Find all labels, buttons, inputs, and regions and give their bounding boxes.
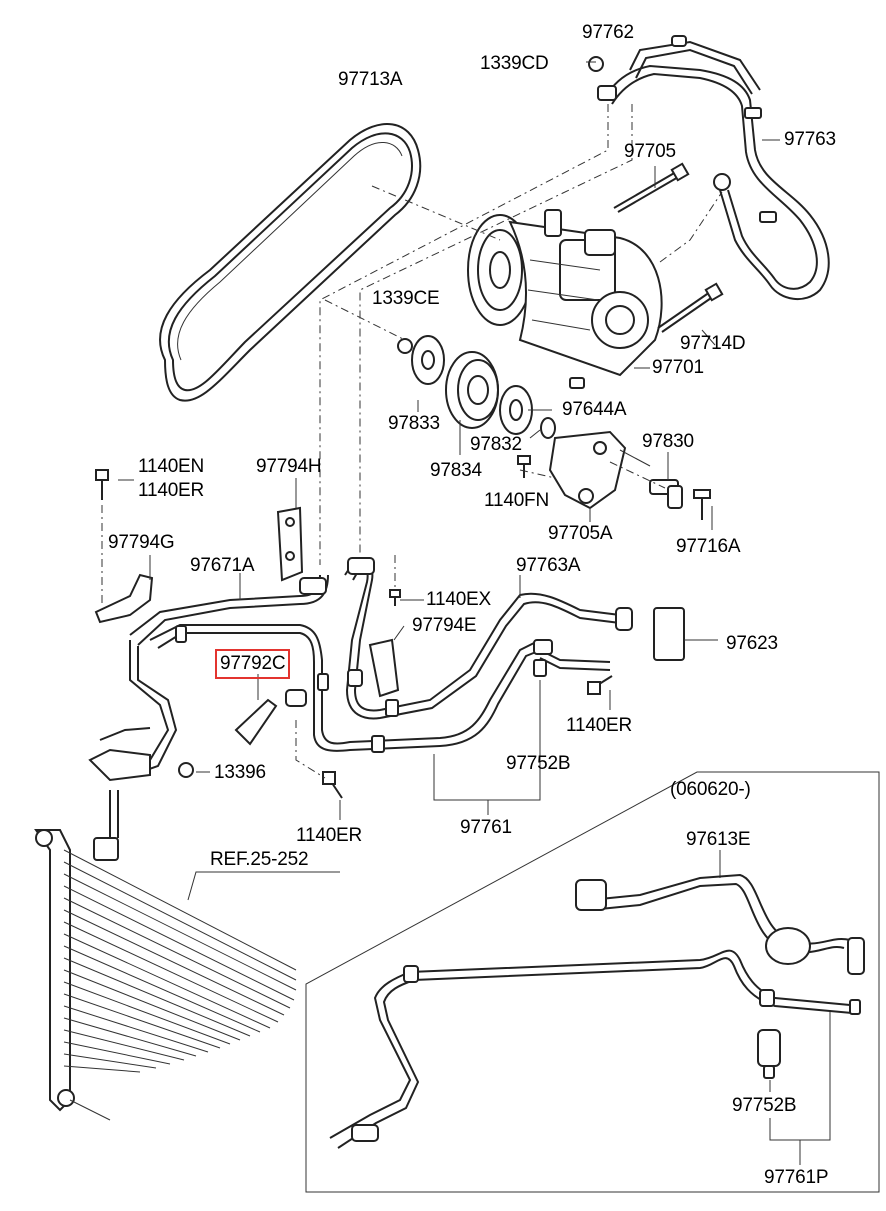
part-label-13396[interactable]: 13396 bbox=[214, 762, 266, 783]
part-label-97644a[interactable]: 97644A bbox=[562, 399, 627, 420]
part-label-1339ce[interactable]: 1339CE bbox=[372, 288, 440, 309]
part-label-97794g[interactable]: 97794G bbox=[108, 532, 175, 553]
part-label-97763a[interactable]: 97763A bbox=[516, 555, 581, 576]
main-hoses-drawing bbox=[99, 557, 685, 779]
part-label-97763[interactable]: 97763 bbox=[784, 129, 836, 150]
part-label-1339cd[interactable]: 1339CD bbox=[480, 53, 549, 74]
part-label-1140er-low[interactable]: 1140ER bbox=[296, 825, 363, 846]
part-label-060620: (060620-) bbox=[670, 779, 751, 800]
part-label-97752b[interactable]: 97752B bbox=[506, 753, 571, 774]
part-label-97705a[interactable]: 97705A bbox=[548, 523, 613, 544]
drive-belt-drawing bbox=[159, 123, 422, 402]
part-label-97713a[interactable]: 97713A bbox=[338, 69, 403, 90]
inset-box bbox=[305, 771, 880, 1193]
part-label-97714d[interactable]: 97714D bbox=[680, 333, 746, 354]
part-label-97833[interactable]: 97833 bbox=[388, 413, 440, 434]
part-label-97762[interactable]: 97762 bbox=[582, 22, 634, 43]
part-label-1140er-mid[interactable]: 1140ER bbox=[566, 715, 633, 736]
part-label-97613e[interactable]: 97613E bbox=[686, 829, 751, 850]
part-label-1140en[interactable]: 1140EN bbox=[138, 456, 205, 477]
part-label-97832[interactable]: 97832 bbox=[470, 434, 522, 455]
part-label-97761p[interactable]: 97761P bbox=[764, 1167, 829, 1188]
bracket-drawing bbox=[548, 430, 683, 510]
part-label-97705[interactable]: 97705 bbox=[624, 141, 676, 162]
upper-hose-drawing bbox=[597, 35, 830, 301]
part-label-97761[interactable]: 97761 bbox=[460, 817, 512, 838]
part-label-1140ex[interactable]: 1140EX bbox=[426, 589, 492, 610]
compressor-drawing bbox=[467, 209, 663, 389]
part-label-97830[interactable]: 97830 bbox=[642, 431, 694, 452]
part-label-ref-25-252[interactable]: REF.25-252 bbox=[210, 849, 309, 870]
leader-dashes bbox=[101, 104, 723, 779]
part-label-97834[interactable]: 97834 bbox=[430, 460, 482, 481]
part-label-97794h[interactable]: 97794H bbox=[256, 456, 322, 477]
part-label-97716a[interactable]: 97716A bbox=[676, 536, 741, 557]
part-label-97792c-highlighted[interactable]: 97792C bbox=[214, 649, 291, 679]
leader-lines bbox=[118, 61, 780, 1092]
part-label-97701[interactable]: 97701 bbox=[652, 357, 704, 378]
hose-brackets-drawing bbox=[94, 506, 400, 746]
clutch-parts-drawing bbox=[397, 335, 556, 439]
part-label-1140fn[interactable]: 1140FN bbox=[484, 490, 549, 511]
part-label-1140er-top[interactable]: 1140ER bbox=[138, 480, 205, 501]
part-label-97794e[interactable]: 97794E bbox=[412, 615, 477, 636]
part-label-97671a[interactable]: 97671A bbox=[190, 555, 255, 576]
bolts-drawing bbox=[95, 56, 724, 799]
part-label-97752b-inset[interactable]: 97752B bbox=[732, 1095, 797, 1116]
condenser-drawing bbox=[34, 748, 340, 1121]
part-label-97623[interactable]: 97623 bbox=[726, 633, 778, 654]
